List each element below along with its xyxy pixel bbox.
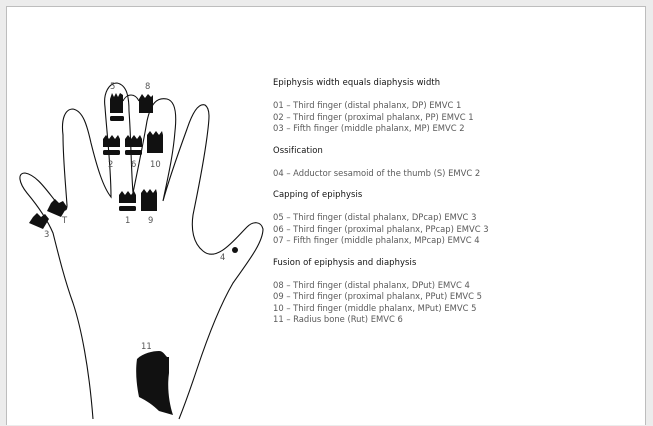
section-title-ossification: Ossification — [273, 144, 323, 155]
label-10: 10 — [150, 159, 161, 169]
bone-mark-3 — [29, 213, 49, 229]
legend-entry-07: 07 – Fifth finger (middle phalanx, MPcap… — [273, 235, 480, 245]
legend-entry-11: 11 – Radius bone (Rut) EMVC 6 — [273, 314, 403, 324]
bone-mark-11 — [136, 351, 173, 415]
bone-mark-1 — [119, 191, 136, 203]
label-3: 3 — [44, 229, 49, 239]
legend-entry-08: 08 – Third finger (distal phalanx, DPut)… — [273, 279, 470, 290]
legend-entry-10: 10 – Third finger (middle phalanx, MPut)… — [273, 302, 477, 313]
figure-card: 5 8 2 6 10 1 9 3 T 4 11 Epiphysis width … — [6, 6, 646, 425]
label-T: T — [61, 215, 68, 225]
legend-entry-06: 06 – Third finger (proximal phalanx, PPc… — [273, 223, 489, 234]
hand-diagram: 5 8 2 6 10 1 9 3 T 4 11 — [19, 81, 264, 420]
arc-5-8 — [122, 94, 140, 102]
legend-entry-01: 01 – Third finger (distal phalanx, DP) E… — [273, 100, 462, 110]
bone-mark-5 — [110, 93, 123, 113]
bone-mark-9 — [141, 189, 157, 211]
section-title-capping: Capping of epiphysis — [273, 189, 363, 199]
label-9: 9 — [148, 215, 153, 225]
legend-entry-02: 02 – Third finger (proximal phalanx, PP)… — [273, 111, 474, 122]
label-11: 11 — [141, 341, 152, 351]
section-title-fusion: Fusion of epiphysis and diaphysis — [273, 256, 417, 267]
bone-mark-2 — [103, 135, 120, 147]
label-5: 5 — [110, 81, 115, 91]
sesamoid-dot-4 — [232, 247, 238, 253]
label-8: 8 — [145, 81, 150, 91]
legend-entry-05: 05 – Third finger (distal phalanx, DPcap… — [273, 212, 477, 222]
label-2: 2 — [108, 159, 113, 169]
label-4: 4 — [220, 252, 225, 262]
section-title-epiphysis-width: Epiphysis width equals diaphysis width — [273, 77, 441, 87]
bone-mark-5-base — [110, 116, 124, 121]
bone-mark-8 — [139, 94, 153, 113]
legend-entry-03: 03 – Fifth finger (middle phalanx, MP) E… — [273, 123, 465, 133]
bone-mark-10 — [147, 131, 163, 153]
legend-entry-09: 09 – Third finger (proximal phalanx, PPu… — [273, 291, 482, 301]
label-6: 6 — [131, 159, 136, 169]
label-1: 1 — [125, 215, 130, 225]
bone-mark-6 — [125, 135, 142, 147]
legend-entry-04: 04 – Adductor sesamoid of the thumb (S) … — [273, 167, 481, 178]
legend: Epiphysis width equals diaphysis width 0… — [273, 77, 603, 326]
bone-mark-T — [47, 199, 67, 217]
